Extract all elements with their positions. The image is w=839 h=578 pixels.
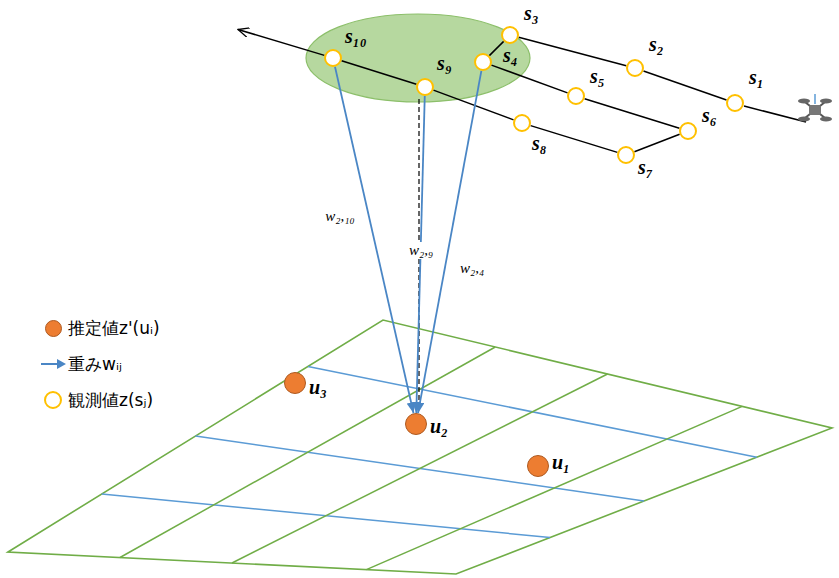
observation-label: s₅ xyxy=(590,66,605,86)
observation-label: s₆ xyxy=(702,105,717,125)
legend-text: 推定値z'(uᵢ) xyxy=(68,317,160,340)
observation-point: s₁₀ xyxy=(324,49,342,67)
observation-label: s₈ xyxy=(532,133,547,153)
observation-label: s₃ xyxy=(524,3,539,23)
legend-row: 観測値z(sⱼ) xyxy=(38,382,160,418)
flight-path xyxy=(489,41,503,55)
observation-point: s₉ xyxy=(416,78,434,96)
flight-path xyxy=(531,126,618,153)
legend-row: 推定値z'(uᵢ) xyxy=(38,310,160,346)
legend-row: 重みwᵢⱼ xyxy=(38,346,160,382)
estimate-point: u₂ xyxy=(405,413,427,435)
drone-arm xyxy=(805,102,825,118)
estimate-point: u₃ xyxy=(284,372,306,394)
legend-sample xyxy=(38,318,68,338)
drone-rotor xyxy=(820,117,832,122)
legend-text: 観測値z(sⱼ) xyxy=(68,389,153,412)
legend-sample-icon xyxy=(39,354,67,374)
observation-point: s₇ xyxy=(617,146,635,164)
legend-arrow-line xyxy=(41,363,58,365)
flight-path xyxy=(585,99,680,129)
observation-point: s₂ xyxy=(626,59,644,77)
estimate-point: u₁ xyxy=(527,455,549,477)
flight-path xyxy=(643,71,726,100)
estimate-label: u₁ xyxy=(552,452,570,472)
observation-point: s₅ xyxy=(567,87,585,105)
flight-path xyxy=(519,37,627,65)
flight-path xyxy=(634,134,679,152)
legend-swatch xyxy=(45,320,62,337)
flight-direction-arrow xyxy=(238,30,324,56)
weight-arrow xyxy=(335,67,414,413)
observation-label: s₉ xyxy=(437,53,452,73)
legend-sample-icon xyxy=(39,390,67,410)
grid-line xyxy=(366,406,742,569)
observation-point: s₆ xyxy=(679,122,697,140)
flight-path xyxy=(744,106,806,122)
estimate-label: u₂ xyxy=(430,416,448,436)
observation-label: s₁₀ xyxy=(345,26,367,46)
weight-label: w₂,₉ xyxy=(407,242,435,259)
observation-label: s₇ xyxy=(638,157,653,177)
observation-point: s₃ xyxy=(501,26,519,44)
grid-line xyxy=(120,347,495,558)
drone-arm xyxy=(805,102,825,118)
drone-antenna xyxy=(814,94,816,104)
observation-point: s₁ xyxy=(726,94,744,112)
grid-outline xyxy=(8,320,832,574)
flight-path xyxy=(342,61,417,85)
drone-rotor xyxy=(798,99,810,104)
legend: 推定値z'(uᵢ) 重みwᵢⱼ 観測値z(sⱼ) xyxy=(38,310,160,418)
observation-label: s₂ xyxy=(649,34,664,54)
observation-point: s₈ xyxy=(513,114,531,132)
observation-label: s₄ xyxy=(503,45,518,65)
drone-rotor xyxy=(820,99,832,104)
drone-icon xyxy=(798,94,832,122)
drone-rotor xyxy=(798,117,810,122)
observation-label: s₁ xyxy=(749,67,764,87)
legend-arrow-head xyxy=(57,359,66,369)
weight-label: w₂,₄ xyxy=(458,260,486,277)
drone-body xyxy=(809,105,821,115)
estimate-label: u₃ xyxy=(309,377,327,397)
flight-path xyxy=(491,65,567,93)
legend-text: 重みwᵢⱼ xyxy=(68,353,122,376)
observation-point: s₄ xyxy=(474,53,492,71)
weight-label: w₂,₁₀ xyxy=(323,208,356,225)
legend-ring xyxy=(45,392,61,408)
legend-sample xyxy=(38,354,68,374)
legend-sample xyxy=(38,390,68,410)
